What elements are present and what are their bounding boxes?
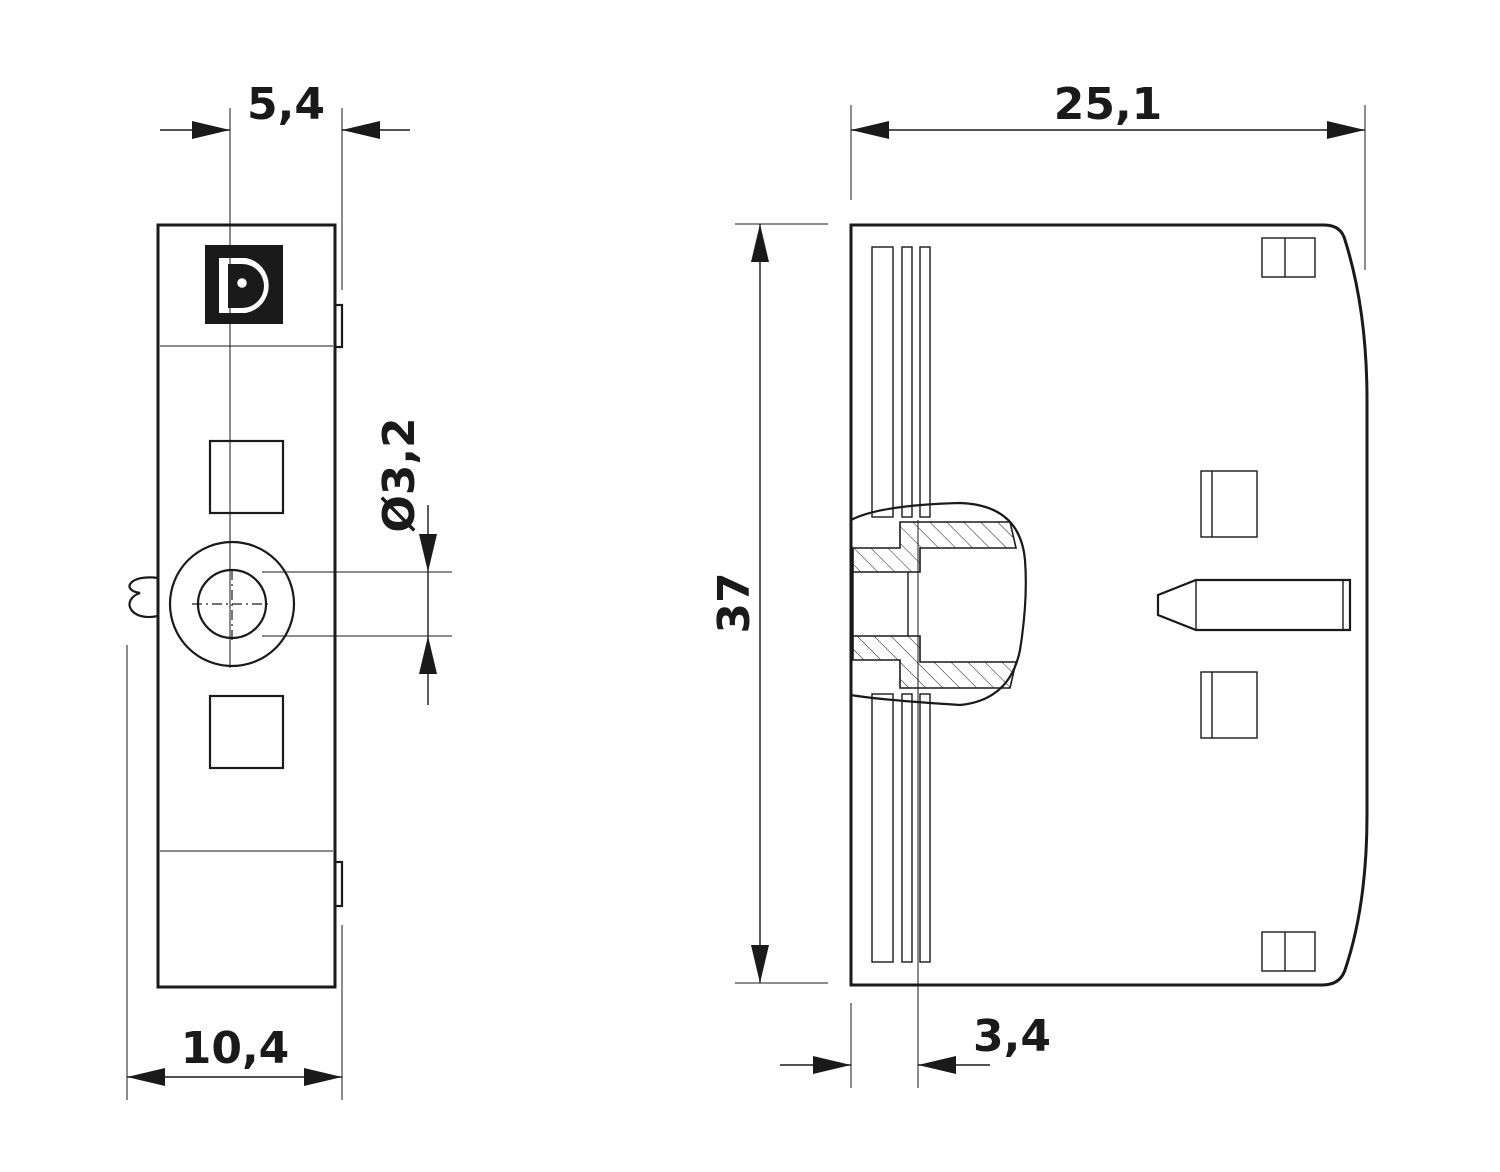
dimension-label-3-4: 3,4 — [973, 1011, 1051, 1062]
front-square-upper — [1200, 470, 1258, 538]
side-hole-outer — [168, 540, 296, 668]
manufacturer-logo-icon — [205, 245, 283, 324]
side-square-lower — [208, 694, 285, 770]
dimension-10-4: 10,4 — [126, 645, 343, 1100]
side-clip-top — [333, 303, 344, 349]
dimension-3-4: 3,4 — [780, 520, 1051, 1088]
dimension-37: 37 — [709, 223, 828, 984]
dimension-label-25-1: 25,1 — [1054, 79, 1163, 130]
side-notch — [128, 576, 159, 619]
front-corner-box-top — [1261, 237, 1316, 278]
side-view — [128, 108, 344, 989]
front-section-upper — [852, 521, 1018, 573]
front-section-lower — [852, 635, 1018, 689]
dimension-25-1: 25,1 — [850, 79, 1366, 270]
front-left-stripes — [871, 246, 931, 963]
front-corner-box-bottom — [1261, 931, 1316, 972]
dimension-5-4: 5,4 — [160, 79, 410, 290]
dimension-label-5-4: 5,4 — [247, 79, 325, 130]
front-view — [849, 223, 1369, 987]
dimension-label-diameter: Ø3,2 — [374, 417, 425, 532]
side-clip-bottom — [333, 860, 344, 908]
dimension-label-37: 37 — [709, 572, 760, 633]
side-view-body — [156, 223, 337, 989]
front-square-lower — [1200, 671, 1258, 739]
front-boss — [849, 501, 1027, 707]
dimension-diameter-3-2: Ø3,2 — [262, 417, 452, 705]
dimension-label-10-4: 10,4 — [181, 1023, 290, 1074]
side-square-upper — [208, 439, 285, 515]
front-view-body — [849, 223, 1369, 987]
